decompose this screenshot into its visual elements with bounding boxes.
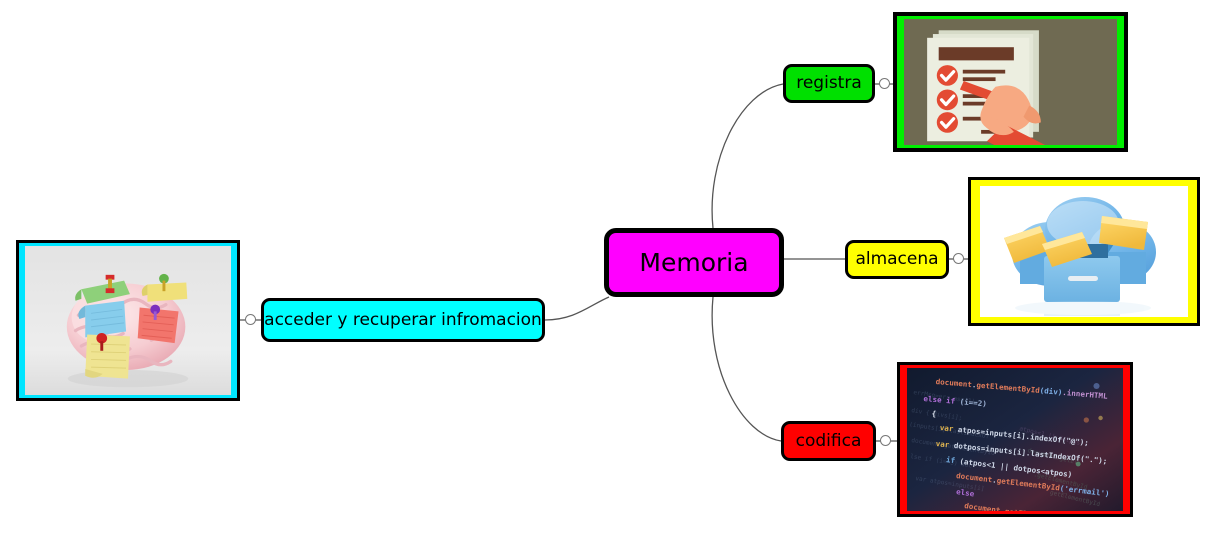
folder-center [1042, 232, 1092, 267]
pin-green [159, 273, 169, 292]
image-cloud-storage[interactable] [968, 177, 1200, 326]
edge-root-to-codifica [711, 296, 782, 442]
connector-dot-brain[interactable] [245, 314, 256, 325]
image-source-code[interactable]: errMsg=err.msg(1); div { divs[i]; (input… [897, 362, 1133, 517]
connector-dot-registra[interactable] [879, 78, 890, 89]
node-registra[interactable]: registra [783, 64, 875, 103]
node-codifica[interactable]: codifica [781, 421, 876, 461]
node-acceder-label: acceder y recuperar infromacion [264, 309, 542, 330]
node-acceder-y-recuperar[interactable]: acceder y recuperar infromacion [261, 298, 545, 342]
image-brain-with-sticky-notes[interactable] [16, 240, 240, 401]
folder-left [1004, 226, 1050, 263]
checklist-illustration [904, 19, 1117, 145]
node-memoria-root[interactable]: Memoria [604, 228, 784, 297]
hand-illustration [980, 85, 1046, 145]
reflection [1015, 301, 1151, 316]
code-screen-illustration: errMsg=err.msg(1); div { divs[i]; (input… [907, 368, 1123, 511]
connector-dot-codifica[interactable] [880, 435, 891, 446]
node-codifica-label: codifica [795, 430, 862, 451]
cloud-storage-illustration [980, 186, 1188, 317]
cloud-image-content [971, 180, 1197, 323]
pin-purple [150, 304, 161, 321]
node-almacena[interactable]: almacena [845, 240, 949, 279]
brain-illustration [25, 246, 231, 395]
image-checklist[interactable] [893, 12, 1128, 152]
node-memoria-label: Memoria [639, 248, 749, 277]
node-almacena-label: almacena [855, 249, 939, 269]
edge-access-to-root [544, 296, 610, 321]
node-registra-label: registra [796, 73, 862, 93]
code-image-content: errMsg=err.msg(1); div { divs[i]; (input… [900, 365, 1130, 514]
connector-dot-almacena[interactable] [953, 253, 964, 264]
edge-root-to-registra [711, 83, 784, 229]
svg-text:else: else [956, 487, 976, 498]
pin-red-top [105, 274, 115, 294]
pin-red-bottom [96, 332, 108, 351]
brain-image-content [19, 243, 237, 398]
checklist-image-content [897, 16, 1124, 148]
folder-right [1099, 216, 1148, 250]
svg-text:{: { [931, 409, 936, 418]
